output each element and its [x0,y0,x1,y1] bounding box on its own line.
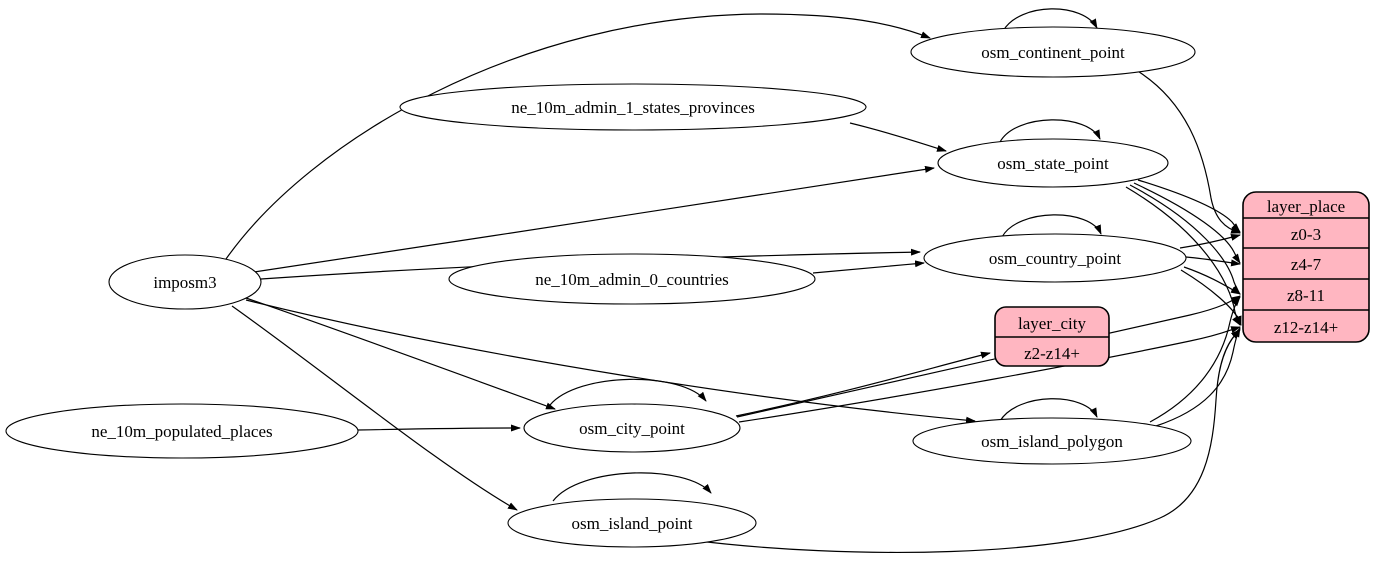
osm-island-point-label: osm_island_point [572,514,693,533]
edge-osm-island-point-layer-place-z12-z14 [689,329,1241,554]
edge-osm-country-point-layer-place-z0-3 [1179,234,1241,249]
osm-continent-point-shape [910,26,1196,78]
ne-admin1-shape [399,83,867,131]
record-layer-city: layer_city z2-z14+ [994,306,1110,367]
layer-place-row-z8-11: z8-11 [1287,286,1325,305]
node-ne-10m-admin-0-countries: ne_10m_admin_0_countries [448,253,816,305]
node-osm-island-polygon: osm_island_polygon [912,417,1192,465]
ne-populated-places-label: ne_10m_populated_places [91,422,272,441]
edge-osm-country-point-layer-place-z8-11 [1183,266,1241,295]
node-osm-continent-point: osm_continent_point [910,26,1196,78]
osm-country-point-label: osm_country_point [989,249,1121,268]
self-loop-osm-country-point [1001,214,1102,238]
edge-osm-country-point-layer-place-z4-7 [1185,256,1241,267]
osm-island-polygon-label: osm_island_polygon [981,432,1123,451]
imposm3-label: imposm3 [153,273,216,292]
ne-admin1-label: ne_10m_admin_1_states_provinces [511,98,755,117]
ne-admin0-label: ne_10m_admin_0_countries [535,270,729,289]
layer-city-row-z2-z14: z2-z14+ [1024,344,1080,363]
osm-continent-point-label: osm_continent_point [981,43,1125,62]
ne-admin0-shape [448,253,816,305]
node-imposm3: imposm3 [108,254,262,310]
node-osm-city-point: osm_city_point [523,403,741,453]
self-loop-osm-island-polygon [999,398,1098,422]
layer-place-row-z4-7: z4-7 [1291,255,1322,274]
node-osm-country-point: osm_country_point [923,233,1187,283]
edge-imposm3-osm-island-point [231,305,518,511]
record-layer-place: layer_place z0-3 z4-7 z8-11 z12-z14+ [1242,191,1370,343]
osm-country-point-shape [923,233,1187,283]
edge-imposm3-osm-city-point [242,296,556,410]
edge-osm-island-polygon-layer-place-z8-11 [1149,296,1241,423]
node-osm-island-point: osm_island_point [507,498,757,548]
edge-osm-state-point-layer-place-z0-3 [1137,179,1241,233]
edge-osm-continent-point-layer-place-z0-3 [1135,69,1241,234]
osm-island-point-shape [507,498,757,548]
layer-place-row-z12-z14: z12-z14+ [1274,318,1338,337]
node-ne-10m-populated-places: ne_10m_populated_places [5,403,359,459]
layer-place-title: layer_place [1267,197,1345,216]
layer-place-box [1242,191,1370,343]
osm-island-polygon-shape [912,417,1192,465]
edge-osm-city-point-layer-place-z12-z14 [738,326,1241,423]
edge-imposm3-osm-island-polygon [245,299,976,424]
osm-city-point-shape [523,403,741,453]
self-loop-osm-island-point [552,472,712,502]
imposm3-shape [108,254,262,310]
edge-ne-admin0-osm-country-point [812,260,925,274]
osm-city-point-label: osm_city_point [579,419,685,438]
edge-osm-country-point-layer-place-z12-z14 [1180,269,1242,326]
edge-osm-city-point-layer-city-z2-z14 [735,351,991,417]
osm-state-point-shape [937,138,1169,188]
edge-imposm3-osm-continent-point [225,13,931,260]
edge-imposm3-osm-state-point [253,165,935,273]
edge-ne-populated-places-osm-city-point [357,424,521,432]
edge-ne-admin1-osm-state-point [849,122,947,152]
self-loop-osm-city-point [549,378,707,406]
node-osm-state-point: osm_state_point [937,138,1169,188]
node-ne-10m-admin-1-states-provinces: ne_10m_admin_1_states_provinces [399,83,867,131]
self-loop-osm-state-point [999,119,1101,143]
osm-state-point-label: osm_state_point [997,154,1109,173]
layer-place-row-z0-3: z0-3 [1291,225,1321,244]
layer-city-title: layer_city [1018,314,1086,333]
ne-populated-places-shape [5,403,359,459]
self-loop-osm-continent-point [1002,8,1098,32]
